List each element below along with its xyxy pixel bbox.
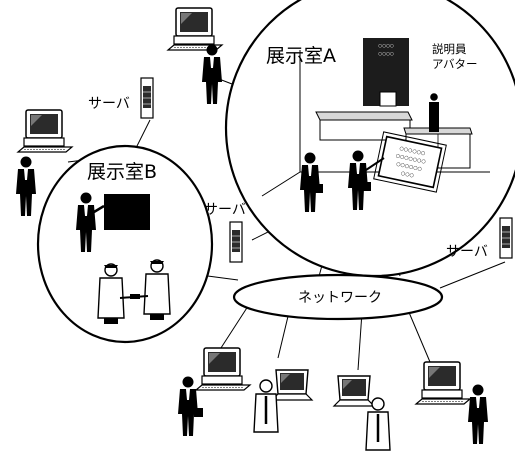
guide-avatar-label-line-2: アバター [432,57,478,71]
laptop-computer-icon [271,369,313,401]
desktop-computer-icon [415,361,471,405]
poster-line-2: ○○○○ [378,52,394,57]
board-line-3: ○○○○○○ [396,161,423,172]
desktop-computer-icon [195,347,251,391]
server-b-label: サーバ [88,96,130,112]
laptop-computer-icon [333,375,375,407]
server-tower-icon [229,221,243,263]
server-c: サーバ [446,217,513,260]
server-tower-icon [140,77,154,119]
server-b: サーバ [88,77,154,119]
server-a-label: サーバ [204,202,246,218]
server-a: サーバ [204,202,246,263]
exhibition-room-a: ○○○○ ○○○○ ○○○○○○ ○○○○○○○ ○○○○○○ ○○○ 展示室A… [224,0,515,278]
display-board [104,194,150,230]
room-a-label: 展示室A [266,45,336,67]
terminal-bottom-1 [178,347,251,436]
user-figure [202,44,222,104]
network-label: ネットワーク [298,290,382,306]
handshake-figures [97,259,171,324]
desktop-computer-icon [17,109,73,153]
desktop-computer-icon [167,7,223,51]
poster-line-1: ○○○○ [378,44,394,49]
room-b-label: 展示室B [87,161,157,183]
terminal-top [167,7,223,104]
user-figure [16,156,36,216]
guide-avatar-label-line-1: 説明員 [432,42,467,56]
network-cloud: ネットワーク [232,273,444,321]
server-tower-icon [499,217,513,259]
guide-avatar-label: 説明員 アバター [432,42,478,71]
user-figure [178,376,198,436]
terminal-bottom-3 [333,375,391,451]
exhibition-room-b: 展示室B [36,144,214,344]
board-line-4: ○○○ [400,170,414,179]
guide-avatar-figure [429,93,439,132]
terminal-bottom-4 [415,361,488,444]
user-figure [468,384,488,444]
explanation-signboard: ○○○○○○ ○○○○○○○ ○○○○○○ ○○○ [373,131,447,193]
terminal-bottom-2 [253,369,313,433]
server-c-label: サーバ [446,244,488,260]
board-line-1: ○○○○○○ [399,146,426,157]
